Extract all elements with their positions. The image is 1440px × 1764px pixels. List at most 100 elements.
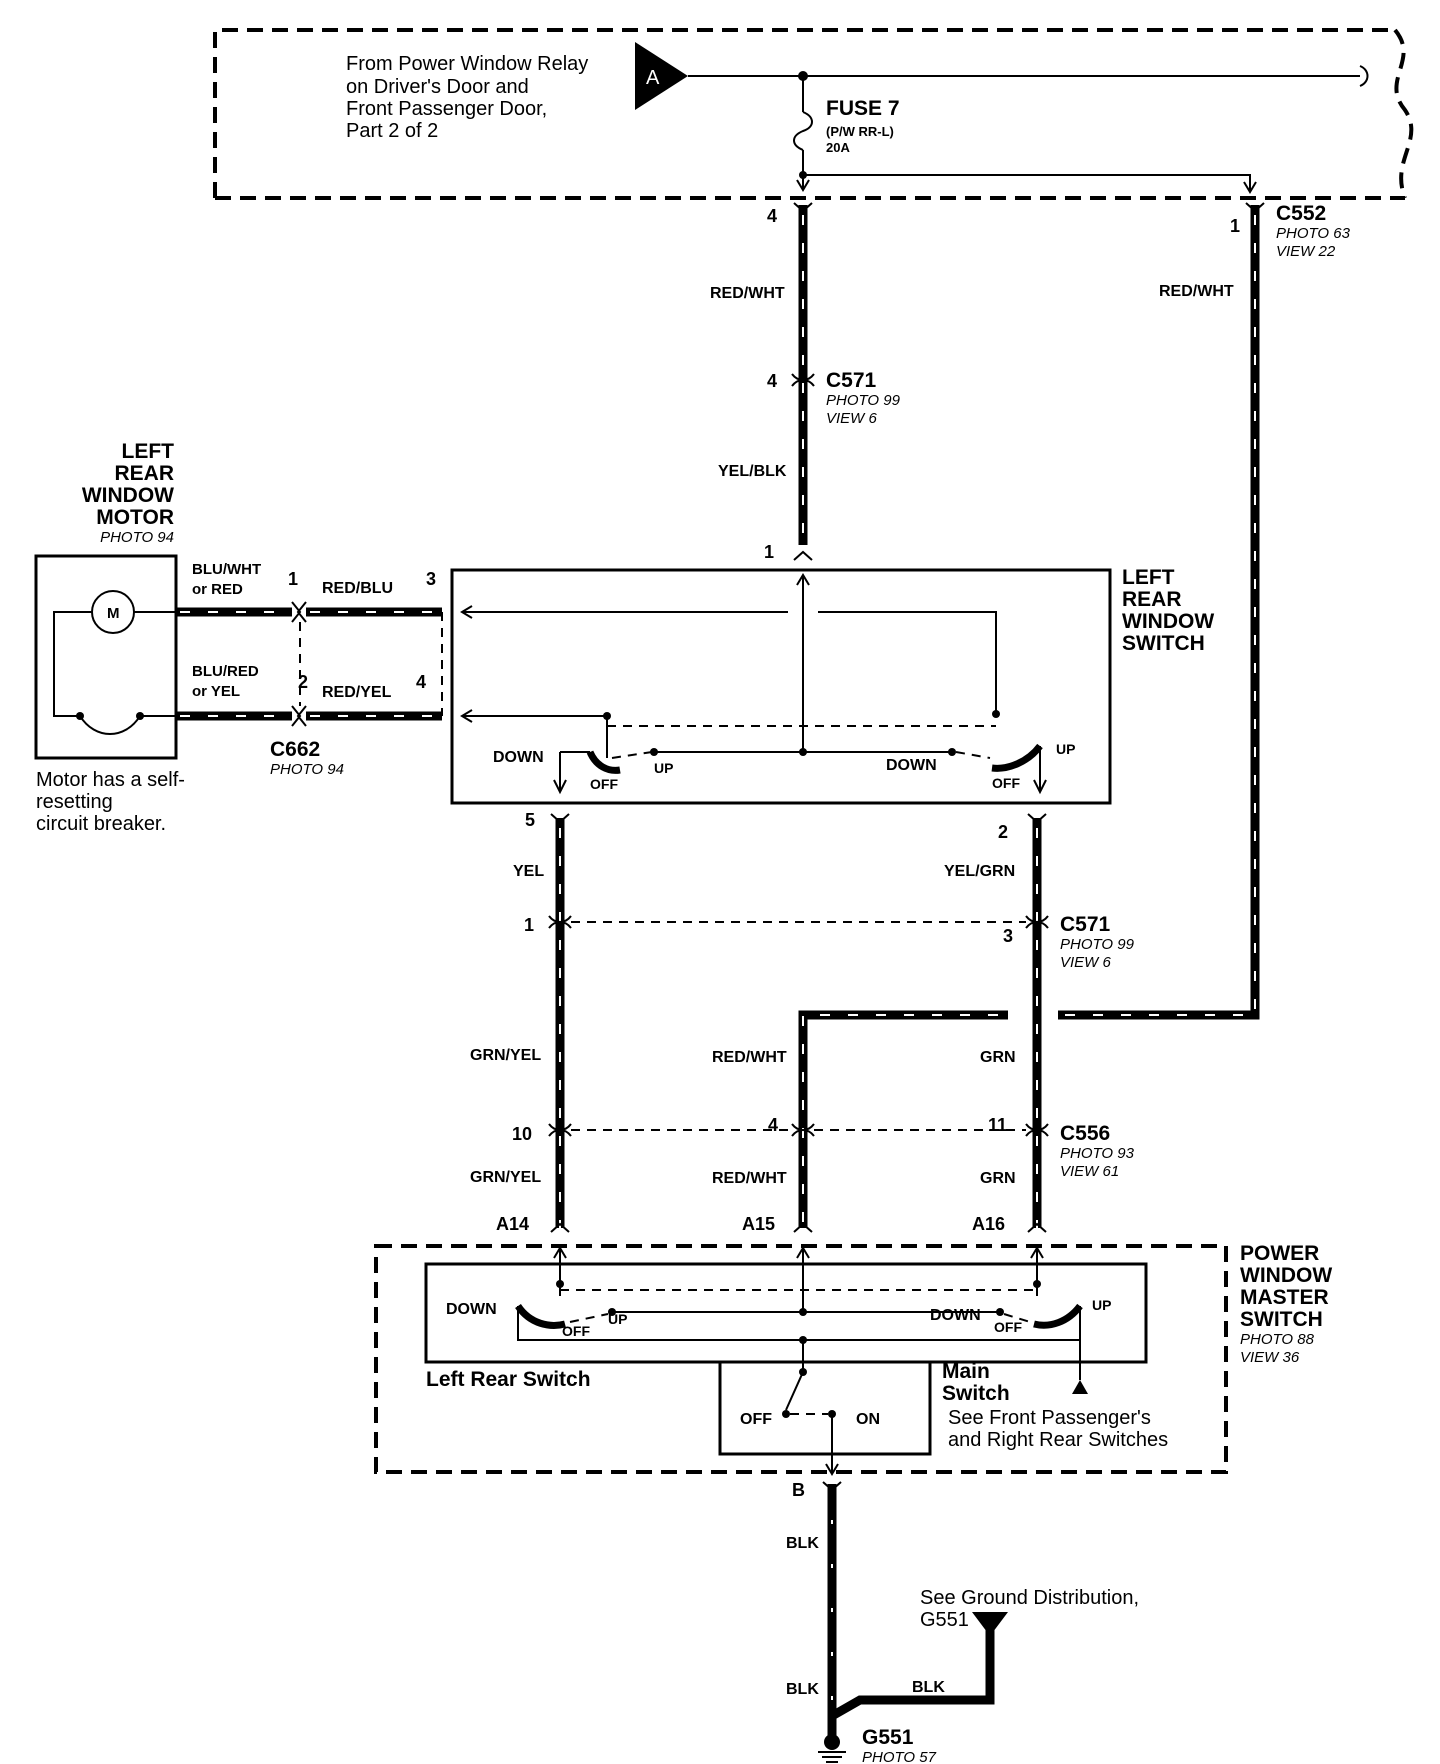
c571-mid-photo: PHOTO 99: [1060, 936, 1135, 953]
ground-note-2: G551: [920, 1609, 969, 1631]
connector-a-label: A: [646, 67, 660, 89]
c556-view: VIEW 61: [1060, 1163, 1119, 1180]
see-note-2: and Right Rear Switches: [948, 1429, 1168, 1451]
label-grn-yel-1: GRN/YEL: [470, 1047, 541, 1064]
left-down-arrow: [553, 752, 567, 795]
c571-mid-view: VIEW 6: [1060, 954, 1112, 971]
ground-icon: [818, 1751, 846, 1763]
master-title-3: MASTER: [1240, 1286, 1329, 1309]
motor-title-3: WINDOW: [82, 484, 174, 507]
circuit-breaker-icon: [79, 715, 141, 735]
fuse-detail: (P/W RR-L): [826, 124, 894, 139]
relay-note-line2: on Driver's Door and: [346, 76, 529, 98]
motor-note-2: resetting: [36, 791, 113, 813]
c552-pin-1: 1: [1230, 216, 1240, 236]
master-title-2: WINDOW: [1240, 1264, 1332, 1287]
left-rear-switch-label: Left Rear Switch: [426, 1368, 591, 1391]
switch-line-3: [462, 611, 997, 714]
master-view: VIEW 36: [1240, 1349, 1300, 1366]
see-note-1: See Front Passenger's: [948, 1407, 1151, 1429]
c552-view: VIEW 22: [1276, 243, 1336, 260]
c556-pin-11: 11: [988, 1115, 1007, 1135]
rear-switch-up-right: UP: [1056, 741, 1075, 757]
rear-switch-down-right: DOWN: [886, 757, 937, 774]
c662-pin1: [291, 601, 307, 623]
c-pin4-top: [793, 202, 813, 213]
master-off-left: OFF: [562, 1323, 590, 1339]
master-off-right: OFF: [994, 1319, 1022, 1335]
master-pin-a16: A16: [972, 1214, 1005, 1234]
c552-feed: [803, 174, 1251, 190]
label-red-blu: RED/BLU: [322, 580, 393, 597]
rear-switch-title-1: LEFT: [1122, 566, 1175, 589]
main-switch-label-2: Switch: [942, 1382, 1010, 1405]
c571-top-connector: [791, 373, 815, 387]
master-pin-a15: A15: [742, 1214, 775, 1234]
label-or-red: or RED: [192, 581, 243, 598]
c556-left: [548, 1123, 572, 1137]
motor-title-4: MOTOR: [96, 506, 174, 529]
c552-arrow: [1243, 181, 1257, 194]
motor-title-1: LEFT: [122, 440, 175, 463]
switch-pin-4: 4: [416, 672, 426, 692]
c571-mid-pin-1: 1: [524, 915, 534, 935]
main-switch-off: OFF: [740, 1411, 772, 1428]
label-red-yel: RED/YEL: [322, 684, 392, 701]
rear-switch-down-left: DOWN: [493, 749, 544, 766]
c662-pin2: [291, 705, 307, 727]
master-up-right: UP: [1092, 1297, 1111, 1313]
rear-switch-up-left: UP: [654, 760, 673, 776]
fuse-icon: [793, 111, 813, 151]
label-red-wht-c552: RED/WHT: [1159, 283, 1234, 300]
master-up-left: UP: [608, 1311, 627, 1327]
relay-note-line1: From Power Window Relay: [346, 53, 588, 75]
label-blu-red: BLU/RED: [192, 663, 259, 680]
relay-note-line4: Part 2 of 2: [346, 120, 438, 142]
label-blk-3: BLK: [912, 1679, 945, 1696]
pin-4-top: 4: [767, 206, 777, 226]
rear-switch-title-3: WINDOW: [1122, 610, 1214, 633]
c556-right: [1025, 1123, 1049, 1137]
motor-note-1: Motor has a self-: [36, 769, 185, 791]
rear-switch-off-right: OFF: [992, 775, 1020, 791]
c662-photo: PHOTO 94: [270, 761, 344, 778]
c662-name: C662: [270, 738, 320, 761]
master-title-1: POWER: [1240, 1242, 1319, 1265]
right-contact-arc: [991, 743, 1043, 772]
c571-mid-name: C571: [1060, 913, 1111, 936]
c552-pin: [1245, 202, 1265, 213]
fuse-arrow: [796, 179, 810, 192]
c571-top-view: VIEW 6: [826, 410, 878, 427]
c556-pin-4: 4: [768, 1115, 778, 1135]
c571-top-name: C571: [826, 369, 877, 392]
label-grn-yel-2: GRN/YEL: [470, 1169, 541, 1186]
label-yel-blk: YEL/BLK: [718, 463, 787, 480]
switch-pin1-connector: [793, 550, 813, 561]
label-blu-wht: BLU/WHT: [192, 561, 261, 578]
motor-box: [34, 554, 178, 760]
ground-photo: PHOTO 57: [862, 1749, 937, 1764]
motor-symbol: M: [107, 605, 120, 622]
label-or-yel: or YEL: [192, 683, 240, 700]
ground-name: G551: [862, 1726, 914, 1749]
switch-pin-1: 1: [764, 542, 774, 562]
fuse-rating: 20A: [826, 140, 850, 155]
master-photo: PHOTO 88: [1240, 1331, 1315, 1348]
fuse-name: FUSE 7: [826, 97, 900, 120]
rear-switch-off-left: OFF: [590, 776, 618, 792]
relay-feed-break: [1359, 65, 1369, 87]
label-blk-1: BLK: [786, 1535, 819, 1552]
left-contact-arc: [586, 750, 621, 774]
main-switch-box: [718, 1360, 932, 1456]
label-grn-1: GRN: [980, 1049, 1016, 1066]
c556-photo: PHOTO 93: [1060, 1145, 1135, 1162]
c571-mid-right: [1025, 915, 1049, 929]
switch-pin-2: 2: [998, 822, 1008, 842]
relay-boundary-wavy: [1393, 28, 1414, 199]
ground-junction: [824, 1734, 840, 1750]
motor-internal-wiring: [53, 611, 176, 717]
ground-dist-arrow: [972, 1612, 1008, 1636]
c571-top-photo: PHOTO 99: [826, 392, 901, 409]
c662-pin-2: 2: [298, 672, 308, 692]
